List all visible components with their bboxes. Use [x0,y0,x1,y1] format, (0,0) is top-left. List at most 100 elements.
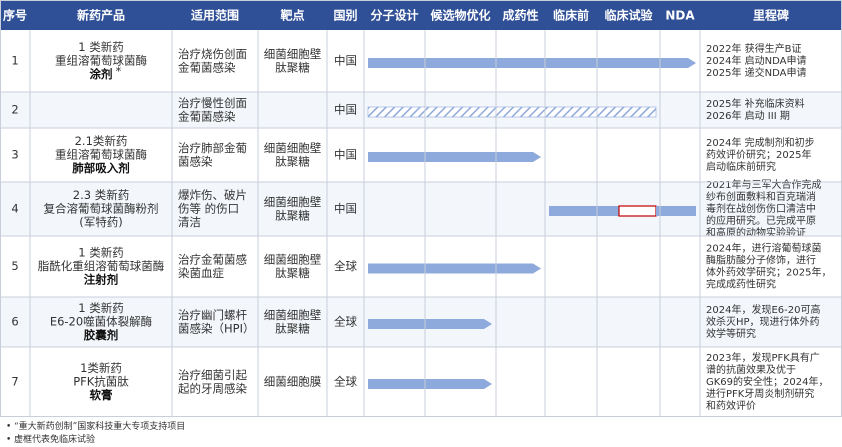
target: 肽聚糖 [275,208,310,222]
header-9: 临床前 [553,8,589,23]
product-name: 2.3 类新药 [73,188,129,202]
bullet-icon: • [6,435,12,445]
header-11: NDA [665,9,695,23]
indication: 治疗慢性创面 [178,96,247,110]
product-form: 软膏 [90,388,113,402]
milestone: 效杀灭HP，现进行体外药 [706,315,820,328]
row-id: 1 [11,54,18,68]
row-id: 4 [11,202,18,216]
footnote-2-text: 虚框代表免临床试验 [14,435,96,445]
header-7: 候选物优化 [430,8,490,23]
target: 细菌细胞壁 [264,141,322,155]
milestone: 进行PFK牙周炎制剂研究 [706,387,814,400]
target: 肽聚糖 [275,154,310,168]
indication: 染菌血症 [178,266,224,280]
progress-bar-tail [656,206,696,216]
product-name: (军特药) [79,215,122,229]
header-bar [0,0,842,30]
target: 肽聚糖 [275,321,310,335]
progress-bar [368,319,484,329]
milestone: 2026年 启动 III 期 [706,109,790,122]
row-id: 3 [11,148,18,162]
milestone: 酶脂肪酸分子修饰，进行 [706,254,816,267]
row-id: 7 [11,375,18,389]
header-8: 成药性 [502,8,538,23]
progress-bar-hatched [367,106,657,118]
milestone: 的应用研究。已完成平原 [706,214,816,227]
product-form: 肺部吸入剂 [72,161,130,175]
product-name: 1 类新药 [78,40,123,54]
header-12: 里程碑 [753,8,789,23]
indication: 治疗金葡菌感 [178,252,247,266]
indication: 菌感染 [178,154,213,168]
target: 肽聚糖 [275,60,310,74]
country: 全球 [334,259,357,273]
progress-bar [368,379,484,389]
milestone: 2025年 补充临床资料 [706,97,805,110]
milestone: 纱布创面敷料和百克瑞消 [706,190,816,203]
indication: 菌感染（HPI） [178,321,254,335]
milestone: 完成成药性研究 [706,278,776,291]
product-name: 2.1类新药 [75,134,128,148]
indication: 起的牙周感染 [178,381,247,395]
product-form: 胶囊剂 [84,328,119,342]
milestone: 毒剂在战创伤伤口清洁中 [706,202,816,215]
milestone: 2024年，发现E6-20可高 [706,303,820,316]
header-2: 新药产品 [77,8,125,23]
indication: 伤等 的伤口 [178,202,239,216]
header-4: 靶点 [280,8,304,23]
country: 中国 [334,148,357,162]
product-name: 重组溶葡萄球菌酶 [55,148,147,162]
footnote-1: •“重大新药创制”国家科技重大专项支持项目 [6,419,185,432]
progress-bar-arrow [533,263,541,274]
milestone: 2021年与三军大合作完成 [706,178,821,191]
product-name: 重组溶葡萄球菌酶 [55,54,147,68]
indication: 治疗细菌引起 [178,368,247,382]
target: 细菌细胞壁 [264,252,322,266]
milestone: 体外药效学研究；2025年， [706,266,831,279]
progress-bar-arrow [688,58,696,68]
target: 肽聚糖 [275,266,310,280]
product-name: E6-20噬菌体裂解酶 [50,315,152,329]
indication: 金葡菌感染 [178,109,236,123]
country: 中国 [334,202,357,216]
milestone: 2024年 完成制剂和初步 [706,136,815,149]
indication: 治疗烧伤创面 [178,47,247,61]
product-form: 涂剂 [90,67,113,81]
progress-bar-arrow [484,379,492,389]
milestone: GK69的安全性；2024年， [706,375,828,388]
progress-bar [368,58,688,68]
product-name: 脂酰化重组溶葡萄球菌酶 [38,259,165,273]
asterisk-marker: * [116,64,122,78]
indication: 金葡菌感染 [178,60,236,74]
target: 细菌细胞壁 [264,47,322,61]
header-5: 国别 [333,9,357,23]
bullet-icon: • [6,422,12,432]
row-id: 2 [11,103,18,117]
milestone: 效学等研究 [706,327,756,340]
milestone: 2024年 启动NDA申请 [706,54,806,67]
product-name: PFK抗菌肽 [73,375,129,389]
product-name: 1类新药 [80,361,122,375]
table-row [0,182,842,236]
target: 细菌细胞壁 [264,195,322,209]
header-1: 序号 [3,8,27,23]
country: 中国 [334,103,357,117]
country: 全球 [334,315,357,329]
progress-bar [368,263,533,274]
product-form: 注射剂 [84,273,119,287]
milestone: 药效评价研究；2025年 [706,148,811,161]
milestone: 谱的抗菌效果及优于 [706,363,796,376]
milestone: 和药效评价 [706,399,756,412]
progress-bar-arrow [533,152,541,162]
indication: 治疗肺部金葡 [178,141,247,155]
row-id: 5 [11,259,18,273]
milestone: 2022年 获得生产B证 [706,42,802,55]
product-name: 复合溶葡萄球菌酶粉剂 [44,202,159,216]
indication: 治疗幽门螺杆 [178,308,247,322]
product-name: 1 类新药 [78,301,123,315]
product-name: 1 类新药 [78,246,123,260]
indication: 爆炸伤、破片 [178,188,247,202]
header-6: 分子设计 [370,8,418,23]
